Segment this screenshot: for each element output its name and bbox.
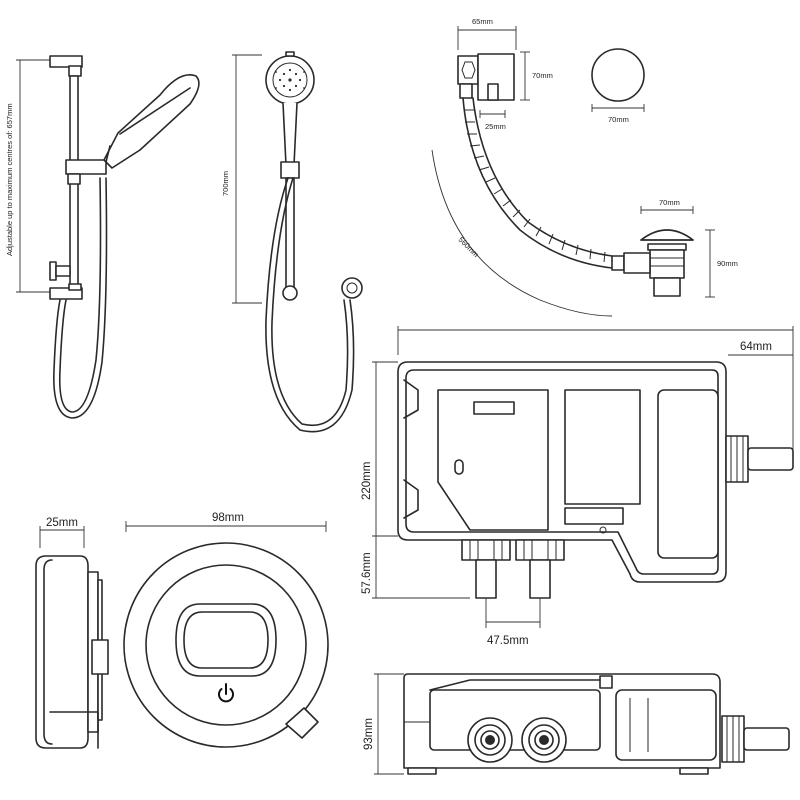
pump-side-view: 93mm xyxy=(363,673,790,775)
plug-width-label: 70mm xyxy=(659,198,680,207)
hose-length-label: 560mm xyxy=(457,235,481,259)
spray-holes xyxy=(275,68,305,92)
cap-diameter-label: 70mm xyxy=(608,115,629,124)
riser-adjust-label: Adjustable up to maximum centres of: 657… xyxy=(5,103,14,256)
waste-height-label: 70mm xyxy=(532,71,553,80)
control-depth-label: 25mm xyxy=(46,517,78,529)
inlet-height-label: 57.6mm xyxy=(361,552,373,594)
inlet-spacing-label: 47.5mm xyxy=(487,635,529,647)
waste-depth-label: 25mm xyxy=(485,122,506,131)
power-icon[interactable] xyxy=(218,683,234,703)
riser-rail-kit: Adjustable up to maximum centres of: 657… xyxy=(5,55,200,419)
hose-ribs xyxy=(464,109,606,263)
control-diameter-label: 98mm xyxy=(212,512,244,524)
pump-front-view: 64mm 220mm 57.6mm xyxy=(361,326,794,647)
pump-height-label: 220mm xyxy=(361,462,373,500)
waste-width-label: 65mm xyxy=(472,17,493,26)
control-side-view: 25mm xyxy=(35,517,109,749)
control-front-view: 98mm xyxy=(123,512,329,748)
pump-side-height-label: 93mm xyxy=(363,718,375,750)
plug-height-label: 90mm xyxy=(717,259,738,268)
waste-cap: 70mm xyxy=(591,48,645,124)
plug-unit: 70mm 90mm xyxy=(611,198,738,298)
handset-front: 700mm xyxy=(221,51,363,433)
handset-height-label: 700mm xyxy=(221,171,230,196)
waste-outlet: 65mm 70mm 25mm 560mm xyxy=(431,17,613,317)
pump-depth-label: 64mm xyxy=(740,341,772,353)
